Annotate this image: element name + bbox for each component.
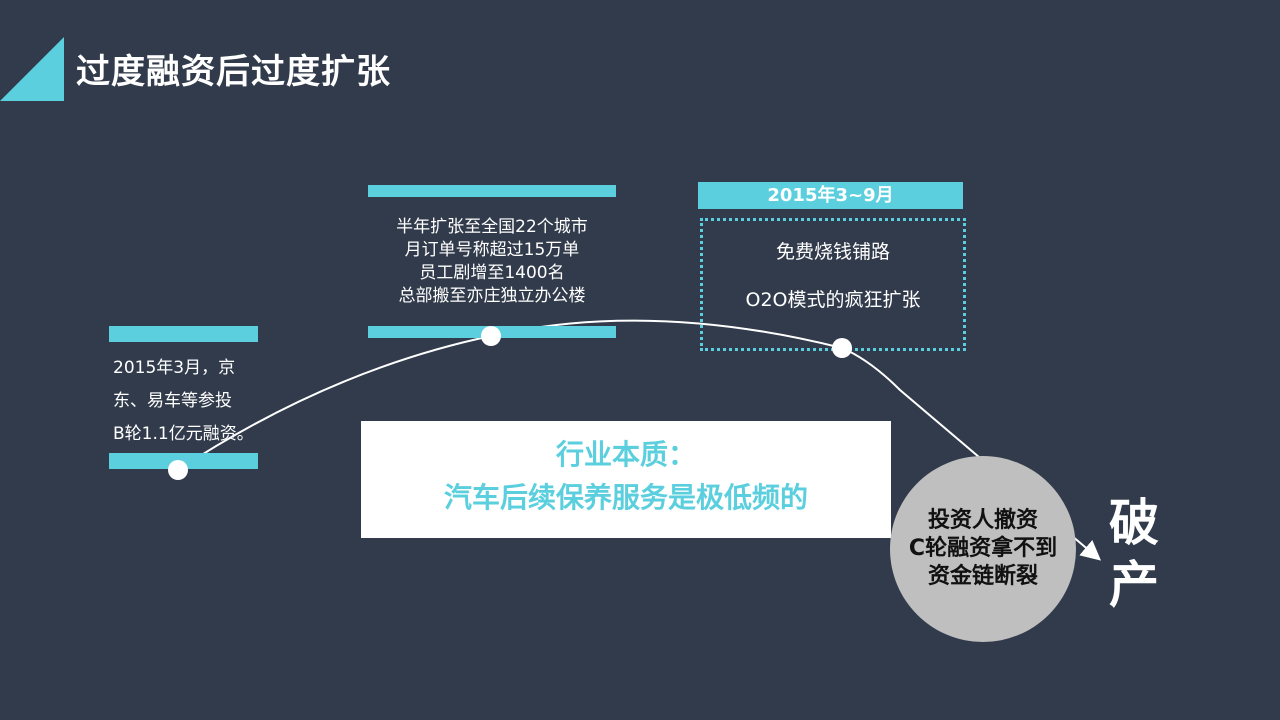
middle-event-text: 半年扩张至全国22个城市 月订单号称超过15万单 员工剧增至1400名 总部搬至… xyxy=(368,216,616,308)
timeline-node xyxy=(168,460,188,480)
cause-line: C轮融资拿不到 xyxy=(908,536,1058,561)
timeline-node xyxy=(481,326,501,346)
middle-event-line: 总部搬至亦庄独立办公楼 xyxy=(398,286,586,306)
bankruptcy-label: 破 产 xyxy=(1104,492,1164,616)
right-event-line: O2O模式的疯狂扩张 xyxy=(745,289,921,311)
left-event-text: 2015年3月，京 东、易车等参投 B轮1.1亿元融资。 xyxy=(113,352,263,451)
left-event-line: 东、易车等参投 xyxy=(113,391,232,411)
left-event-top-bar xyxy=(109,326,258,342)
bankruptcy-char: 破 xyxy=(1109,494,1159,552)
middle-event-top-bar xyxy=(368,185,616,197)
right-event-header: 2015年3~9月 xyxy=(698,182,963,209)
right-event-box xyxy=(700,218,966,351)
page-title: 过度融资后过度扩张 xyxy=(76,52,391,92)
left-event-line: B轮1.1亿元融资。 xyxy=(113,424,254,444)
essence-heading: 行业本质： xyxy=(555,438,696,471)
timeline-node xyxy=(832,338,852,358)
cause-circle: 投资人撤资 C轮融资拿不到 资金链断裂 xyxy=(890,456,1076,642)
title-triangle-icon xyxy=(0,37,64,101)
middle-event-line: 月订单号称超过15万单 xyxy=(404,240,580,260)
cause-line: 投资人撤资 xyxy=(927,508,1038,533)
right-event-line: 免费烧钱铺路 xyxy=(775,241,890,263)
cause-line: 资金链断裂 xyxy=(927,564,1038,589)
left-event-line: 2015年3月，京 xyxy=(113,358,236,378)
middle-event-line: 半年扩张至全国22个城市 xyxy=(396,217,588,237)
bankruptcy-char: 产 xyxy=(1109,556,1159,614)
essence-statement: 汽车后续保养服务是极低频的 xyxy=(443,481,808,514)
industry-essence-box: 行业本质： 汽车后续保养服务是极低频的 xyxy=(361,421,891,538)
middle-event-line: 员工剧增至1400名 xyxy=(419,263,565,283)
